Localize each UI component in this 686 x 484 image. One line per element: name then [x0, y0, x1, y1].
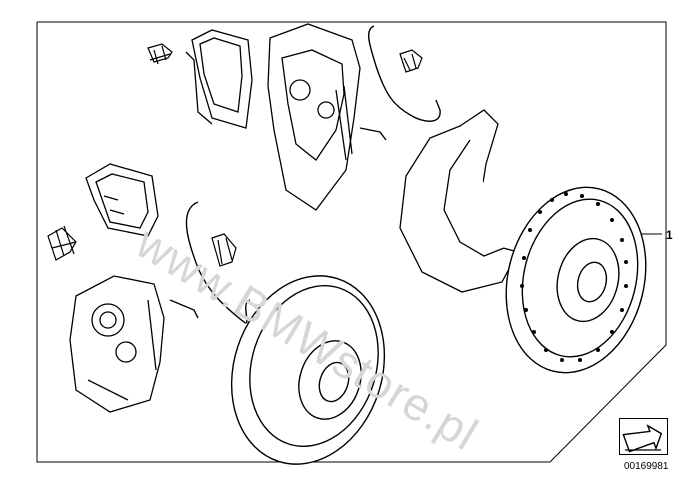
retaining-clip-icon	[147, 43, 173, 65]
brake-pad-icon	[185, 29, 253, 129]
navigation-arrow-icon[interactable]	[619, 418, 668, 455]
brake-disc-icon	[230, 275, 386, 465]
callout-label: 1	[666, 228, 673, 242]
wear-sensor-icon	[169, 201, 251, 324]
retaining-clip-icon	[47, 225, 77, 261]
dust-shield-icon	[399, 109, 519, 293]
brake-caliper-icon	[267, 23, 361, 211]
part-number-label: 00169981	[624, 461, 669, 472]
retaining-clip-icon	[211, 233, 237, 267]
brake-pad-icon	[85, 163, 159, 237]
retaining-clip-icon	[399, 49, 423, 73]
wear-sensor-icon	[359, 25, 441, 141]
brake-disc-icon	[505, 186, 647, 374]
diagram-frame	[36, 21, 667, 463]
brake-caliper-icon	[69, 275, 165, 413]
